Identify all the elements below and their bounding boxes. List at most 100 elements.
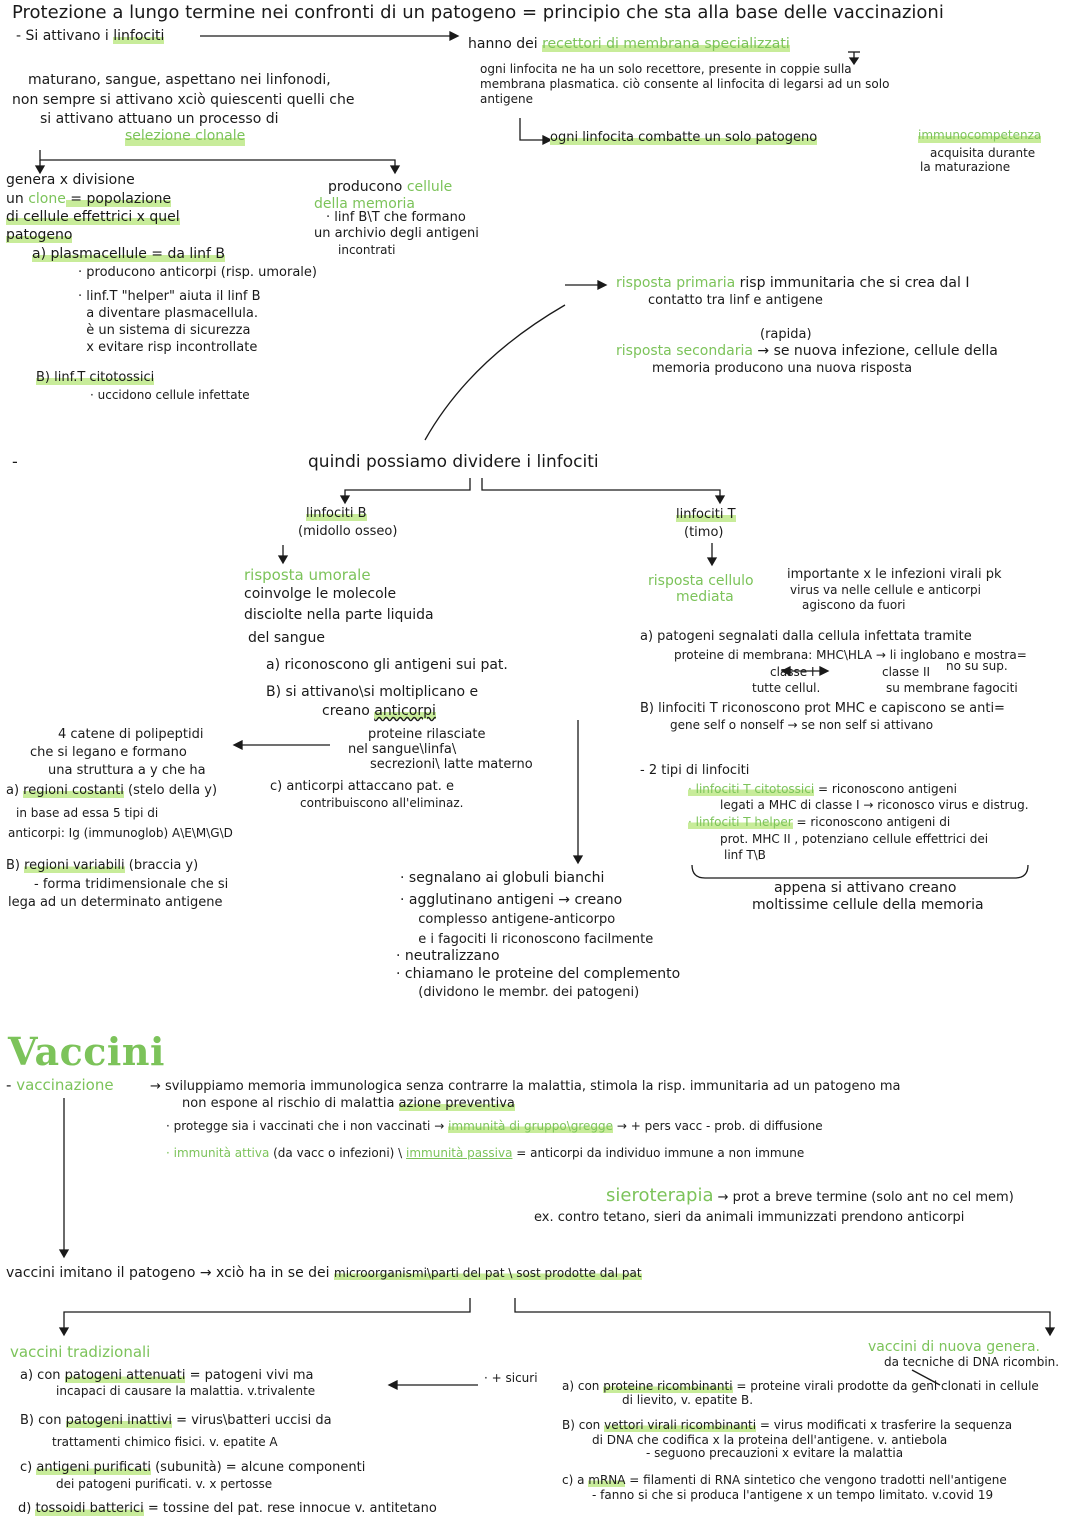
new-gen-title: vaccini di nuova genera. bbox=[868, 1339, 1040, 1355]
serotherapy: sieroterapia → prot a breve termine (sol… bbox=[606, 1185, 1014, 1206]
const-region: a) regioni costanti (stelo della y) bbox=[6, 783, 218, 798]
cyto-title: B) linf.T citotossici bbox=[36, 370, 155, 385]
clone-2: un clone = popolazione bbox=[6, 191, 172, 207]
b-step-b1: B) si attivano\si moltiplicano e bbox=[266, 684, 479, 700]
b-step-c1: c) anticorpi attaccano pat. e bbox=[270, 779, 454, 794]
chains-1: 4 catene di polipeptidi bbox=[58, 727, 204, 742]
receptor-desc-2: membrana plasmatica. ciò consente al lin… bbox=[480, 77, 890, 91]
page-title: Protezione a lungo termine nei confronti… bbox=[12, 2, 944, 23]
ab-action-3: complesso antigene-anticorpo bbox=[410, 912, 616, 927]
memory-item-3: incontrati bbox=[338, 243, 396, 257]
umoral-desc-1: coinvolge le molecole bbox=[244, 586, 397, 602]
primary-desc: contatto tra linf e antigene bbox=[648, 293, 823, 308]
proteins-3: secrezioni\ latte materno bbox=[370, 757, 533, 772]
new-c-2: - fanno si che si produca l'antigene x u… bbox=[592, 1488, 994, 1502]
var-rest-2: lega ad un determinato antigene bbox=[8, 895, 223, 910]
t-helper-2: prot. MHC II , potenziano cellule effett… bbox=[720, 832, 989, 846]
plasma-title: a) plasmacellule = da linf B bbox=[32, 246, 226, 262]
t-helper-3: linf T\B bbox=[724, 848, 766, 862]
vaccination-desc: → sviluppiamo memoria immunologica senza… bbox=[150, 1079, 901, 1094]
new-b: B) con vettori virali ricombinanti = vir… bbox=[562, 1418, 1013, 1432]
plasma-item-4: è un sistema di sicurezza bbox=[78, 323, 251, 338]
memory-item-1: · linf B\T che formano bbox=[326, 210, 466, 225]
secondary-response: risposta secondaria → se nuova infezione… bbox=[616, 343, 998, 359]
immunocompetence: immunocompetenza bbox=[918, 128, 1042, 143]
umoral-desc-3: del sangue bbox=[248, 630, 325, 646]
cell-desc-1: importante x le infezioni virali pk bbox=[787, 567, 1002, 582]
clone-1: genera x divisione bbox=[6, 172, 135, 188]
trad-d: d) tossoidi batterici = tossine del pat.… bbox=[18, 1501, 437, 1516]
umoral-desc-2: disciolte nella parte liquida bbox=[244, 607, 434, 623]
proteins-2: nel sangue\linfa\ bbox=[348, 742, 457, 757]
cell-mediated-2: mediata bbox=[676, 589, 734, 605]
primary-response: risposta primaria risp immunitaria che s… bbox=[616, 275, 970, 291]
new-a: a) con proteine ricombinanti = proteine … bbox=[562, 1379, 1039, 1393]
ab-action-2: · agglutinano antigeni → creano bbox=[400, 892, 623, 908]
ab-action-6: · chiamano le proteine del complemento bbox=[396, 966, 681, 982]
ab-action-1: · segnalano ai globuli bianchi bbox=[400, 870, 605, 886]
traditional-title: vaccini tradizionali bbox=[10, 1343, 151, 1361]
t-step-b1: B) linfociti T riconoscono prot MHC e ca… bbox=[640, 701, 1005, 716]
memory-2: della memoria bbox=[314, 196, 415, 212]
vaccination-desc-2: non espone al rischio di malattia azione… bbox=[182, 1096, 515, 1111]
ab-action-7: (dividono le membr. dei patogeni) bbox=[410, 985, 640, 1000]
t-step-a2: proteine di membrana: MHC\HLA → li inglo… bbox=[674, 648, 1027, 662]
trad-a: a) con patogeni attenuati = patogeni viv… bbox=[20, 1368, 314, 1383]
vaccination-label: - vaccinazione bbox=[6, 1076, 114, 1094]
cyto-item: · uccidono cellule infettate bbox=[90, 388, 250, 402]
chains-3: una struttura a y che ha bbox=[48, 763, 206, 778]
var-rest-1: - forma tridimensionale che si bbox=[34, 877, 229, 892]
activate-line: - Si attivano i linfociti bbox=[16, 28, 165, 44]
vaccines-imitate: vaccini imitano il patogeno → xciò ha in… bbox=[6, 1265, 642, 1281]
t-types: - 2 tipi di linfociti bbox=[640, 763, 750, 778]
one-pathogen: ogni linfocita combatte un solo patogeno bbox=[550, 130, 818, 145]
section2-dash: - bbox=[12, 452, 18, 471]
trad-b: B) con patogeni inattivi = virus\batteri… bbox=[20, 1413, 332, 1428]
b-sub: (midollo osseo) bbox=[298, 524, 398, 539]
new-a-2: di lievito, v. epatite B. bbox=[622, 1393, 754, 1407]
chains-2: che si legano e formano bbox=[30, 745, 187, 760]
new-b-2: di DNA che codifica x la proteina dell'a… bbox=[592, 1433, 948, 1447]
receptors-line: hanno dei recettori di membrana speciali… bbox=[468, 36, 790, 52]
plasma-item-5: x evitare risp incontrollate bbox=[78, 340, 258, 355]
b-title: linfociti B bbox=[306, 506, 367, 521]
b-step-b2: creano anticorpi bbox=[322, 703, 436, 719]
t-cyto-2: legati a MHC di classe I → riconosco vir… bbox=[720, 798, 1029, 812]
plasma-item-2: · linf.T "helper" aiuta il linf B bbox=[78, 289, 261, 304]
trad-a-2: incapaci di causare la malattia. v.triva… bbox=[56, 1384, 316, 1398]
ab-action-4: e i fagociti li riconoscono facilmente bbox=[410, 932, 654, 947]
t-fagociti: su membrane fagociti bbox=[886, 681, 1018, 695]
ab-action-5: · neutralizzano bbox=[396, 948, 500, 964]
clone-4: patogeno bbox=[6, 227, 73, 243]
cell-mediated-1: risposta cellulo bbox=[648, 573, 754, 589]
vaccini-title: Vaccini bbox=[8, 1029, 165, 1074]
t-step-a1: a) patogeni segnalati dalla cellula infe… bbox=[640, 629, 972, 644]
const-rest-1: in base ad essa 5 tipi di bbox=[16, 806, 159, 820]
cell-desc-2: virus va nelle cellule e anticorpi bbox=[790, 583, 981, 597]
t-sub: (timo) bbox=[684, 525, 724, 540]
umoral-response: risposta umorale bbox=[244, 566, 371, 584]
plasma-item-1: · producono anticorpi (risp. umorale) bbox=[78, 265, 317, 280]
immunocomp-desc-1: acquisita durante bbox=[930, 146, 1036, 160]
proteins-1: proteine rilasciate bbox=[368, 727, 486, 742]
b-step-c2: contribuiscono all'eliminaz. bbox=[300, 796, 464, 810]
active-passive: · immunità attiva (da vacc o infezioni) … bbox=[166, 1146, 805, 1160]
plasma-item-3: a diventare plasmacellula. bbox=[78, 306, 258, 321]
mature-3: si attivano attuano un processo di bbox=[40, 111, 279, 127]
new-gen-sub: da tecniche di DNA ricombin. bbox=[884, 1355, 1060, 1369]
cell-desc-3: agiscono da fuori bbox=[802, 598, 906, 612]
serotherapy-ex: ex. contro tetano, sieri da animali immu… bbox=[534, 1210, 965, 1225]
secondary-desc: memoria producono una nuova risposta bbox=[652, 361, 913, 376]
t-step-b2: gene self o nonself → se non self si att… bbox=[670, 718, 934, 732]
rapid: (rapida) bbox=[760, 327, 812, 342]
immunocomp-desc-2: la maturazione bbox=[920, 160, 1011, 174]
receptor-desc-1: ogni linfocita ne ha un solo recettore, … bbox=[480, 62, 852, 76]
memory-1: producono cellule bbox=[328, 179, 453, 195]
trad-c-2: dei patogeni purificati. v. x pertosse bbox=[56, 1477, 273, 1491]
t-title: linfociti T bbox=[676, 507, 736, 522]
trad-b-2: trattamenti chimico fisici. v. epatite A bbox=[52, 1435, 278, 1449]
t-step-a2b: no su sup. bbox=[946, 659, 1008, 673]
t-memory-1: appena si attivano creano bbox=[774, 880, 957, 896]
new-c: c) a mRNA = filamenti di RNA sintetico c… bbox=[562, 1473, 1007, 1487]
